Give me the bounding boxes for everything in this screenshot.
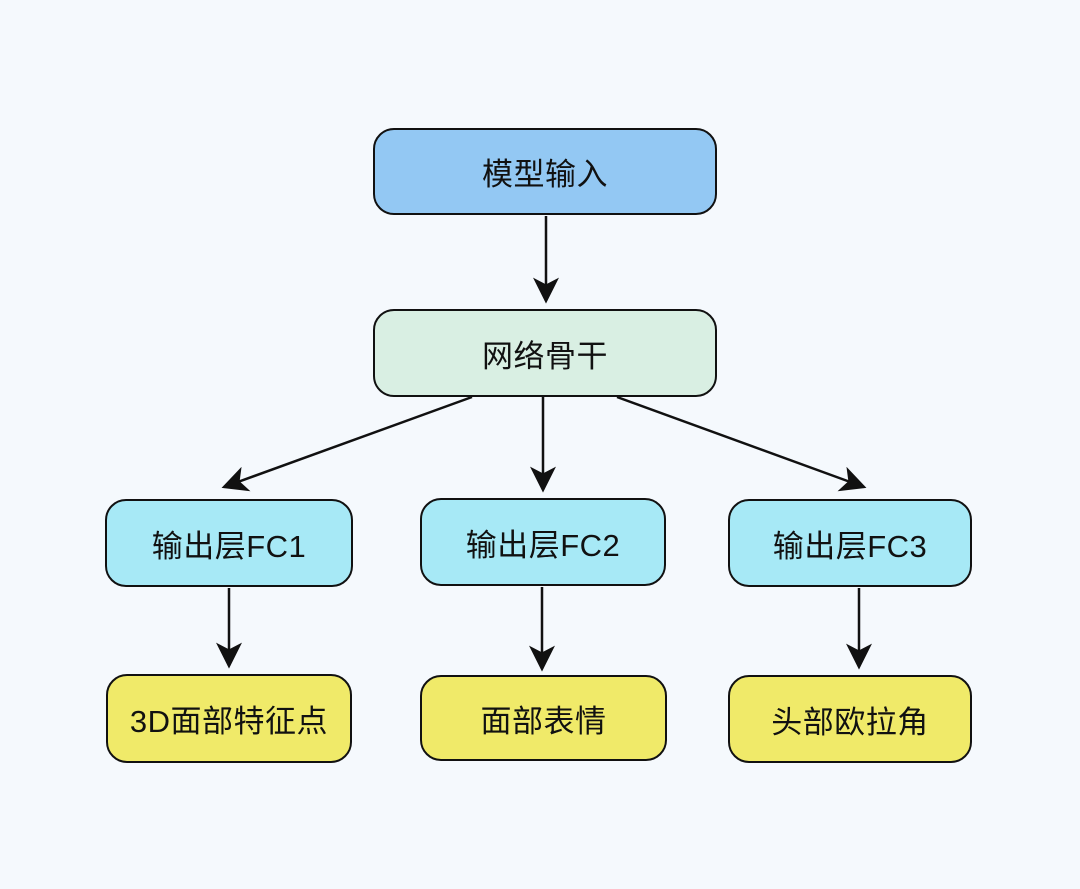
node-euler-angles: 头部欧拉角 — [728, 675, 972, 763]
node-fc1: 输出层FC1 — [105, 499, 353, 587]
node-landmarks-3d: 3D面部特征点 — [106, 674, 352, 763]
edge-backbone-to-fc1 — [221, 395, 473, 492]
node-fc3: 输出层FC3 — [728, 499, 972, 587]
node-fc2: 输出层FC2 — [420, 498, 666, 586]
node-expression: 面部表情 — [420, 675, 667, 761]
node-model-input: 模型输入 — [373, 128, 717, 215]
edge-backbone-to-fc3 — [616, 395, 867, 492]
node-backbone: 网络骨干 — [373, 309, 717, 397]
